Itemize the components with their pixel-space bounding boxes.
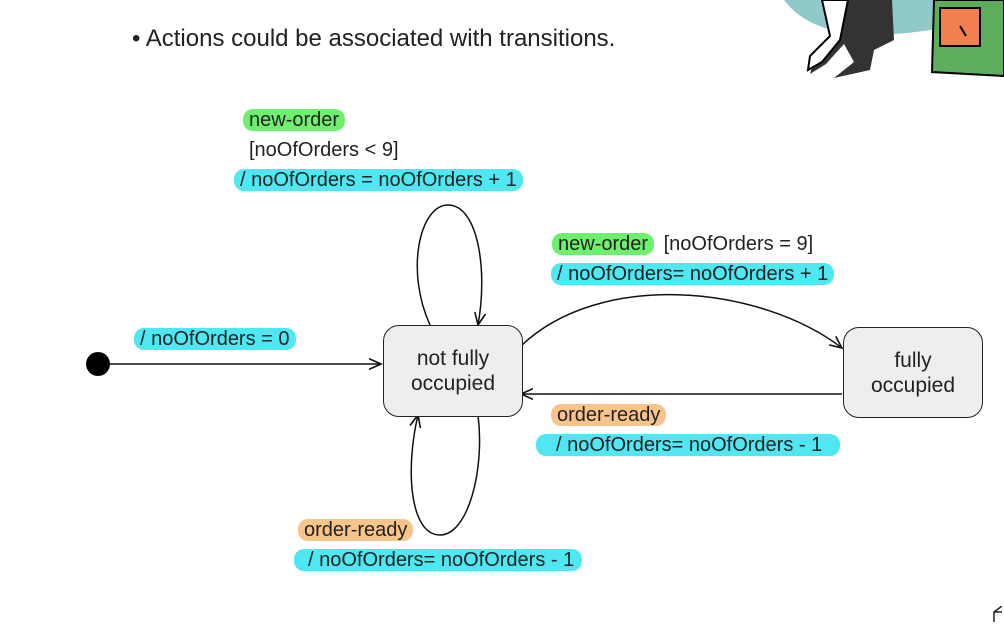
state-fully-occupied: fully occupied [843, 327, 983, 418]
initial-state-dot [86, 352, 110, 376]
initial-action-label: / noOfOrders = 0 [134, 327, 296, 351]
state-label-line2: occupied [410, 372, 496, 395]
self-new-order-guard-label: [noOfOrders < 9] [249, 138, 399, 162]
state-label-line2: occupied [870, 373, 956, 397]
self-loop-new-order-arrow [416, 204, 481, 325]
to-not-full-action-label: / noOfOrders= noOfOrders - 1 [536, 433, 841, 457]
action-text: / noOfOrders= noOfOrders - 1 [294, 549, 583, 571]
transition-to-full-arrow [520, 294, 842, 348]
event-text: new-order [552, 233, 655, 255]
self-new-order-event-label: new-order [243, 108, 346, 132]
self-order-ready-action-label: / noOfOrders= noOfOrders - 1 [294, 548, 583, 572]
bullet-text: • Actions could be associated with trans… [132, 25, 616, 52]
self-new-order-action-label: / noOfOrders = noOfOrders + 1 [234, 168, 523, 192]
clipart-figure-icon [784, 0, 1004, 78]
self-order-ready-event-label: order-ready [298, 518, 414, 542]
guard-text: [noOfOrders < 9] [249, 139, 399, 161]
event-text: new-order [243, 109, 346, 131]
corner-mark-icon [993, 606, 1002, 622]
action-text: / noOfOrders = 0 [134, 328, 296, 350]
event-text: order-ready [551, 404, 667, 426]
action-text: / noOfOrders= noOfOrders + 1 [551, 263, 835, 285]
to-full-event-guard-label: new-order [noOfOrders = 9] [552, 232, 813, 256]
to-full-action-label: / noOfOrders= noOfOrders + 1 [551, 262, 835, 286]
guard-text: [noOfOrders = 9] [663, 233, 814, 255]
self-loop-order-ready-arrow [411, 415, 481, 536]
state-not-fully-occupied: not fully occupied [383, 325, 523, 417]
state-label-line1: fully [894, 348, 932, 372]
action-text: / noOfOrders= noOfOrders - 1 [536, 434, 841, 456]
event-text: order-ready [298, 519, 414, 541]
to-not-full-event-label: order-ready [551, 403, 667, 427]
action-text: / noOfOrders = noOfOrders + 1 [234, 169, 523, 191]
state-label-line1: not fully [416, 347, 490, 370]
